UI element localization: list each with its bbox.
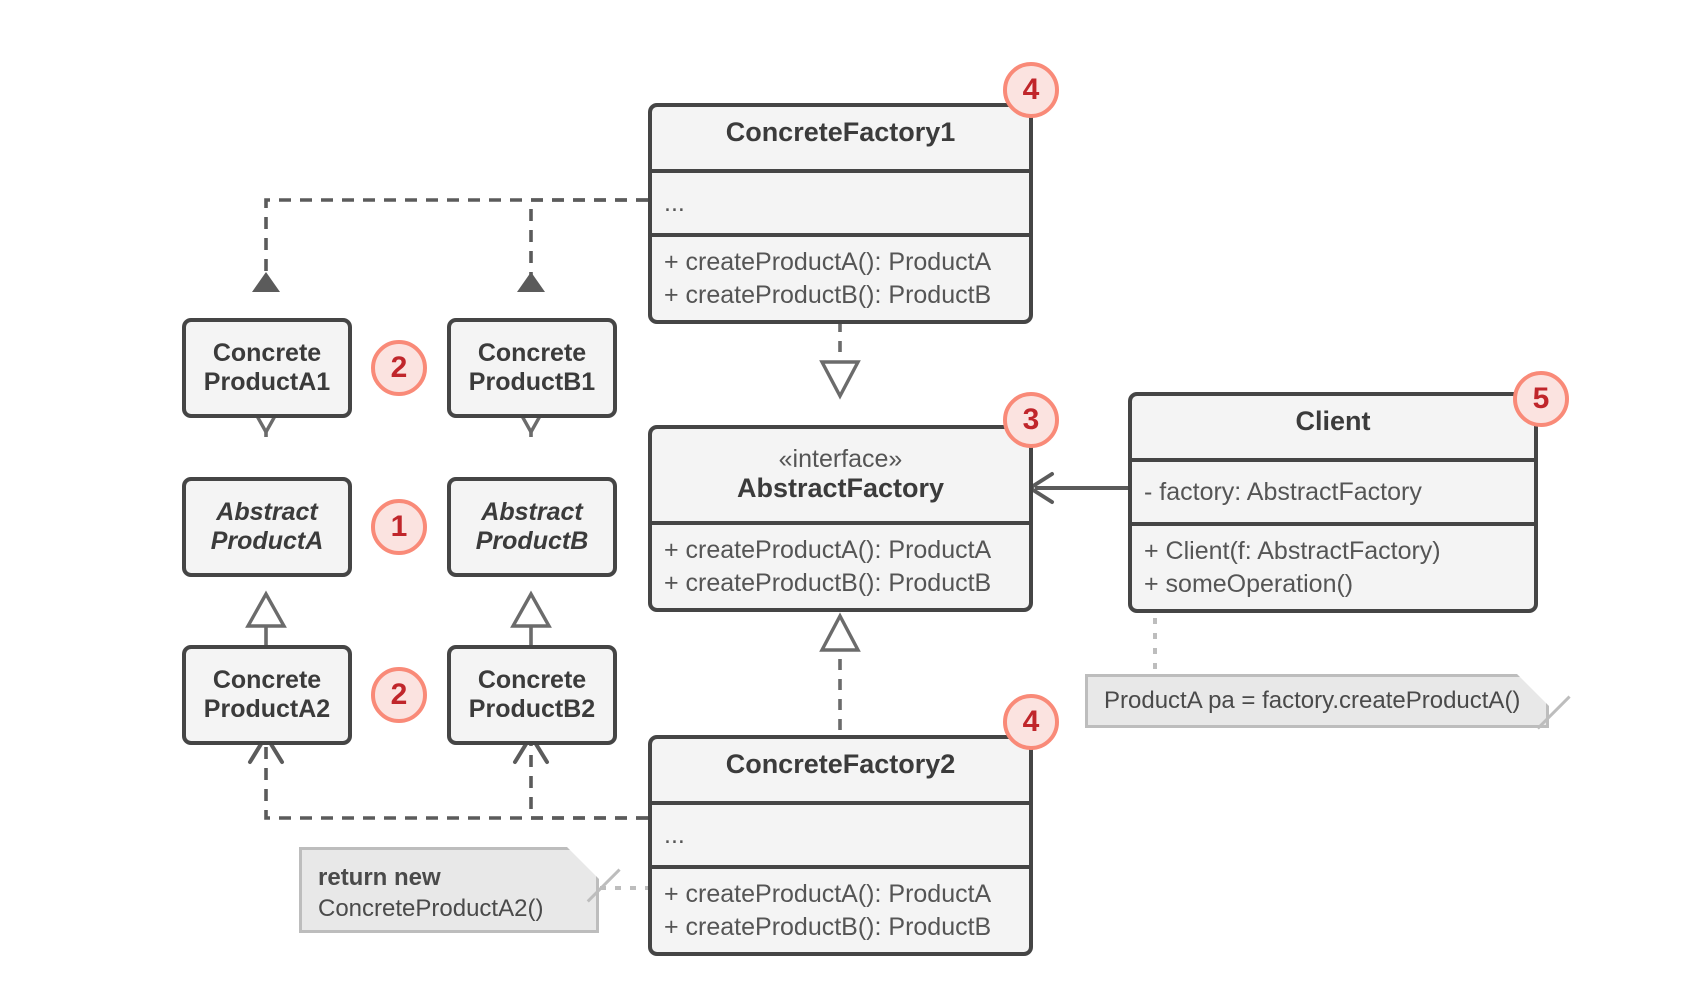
- stereotype-interface: «interface»: [778, 444, 903, 473]
- operations-abstract-factory: + createProductA(): ProductA + createPro…: [664, 536, 992, 597]
- badge-1[interactable]: 1: [371, 499, 427, 555]
- class-box-abstract-factory[interactable]: «interface» AbstractFactory + createProd…: [648, 425, 1033, 612]
- class-box-abstract-product-a[interactable]: Abstract ProductA: [182, 477, 352, 577]
- concrete-product-a1-label: Concrete ProductA1: [203, 339, 331, 396]
- dependency-factory1-to-products: [252, 198, 648, 292]
- operations-client: + Client(f: AbstractFactory) + someOpera…: [1144, 537, 1441, 598]
- operations-concrete-factory-2: + createProductA(): ProductA + createPro…: [664, 880, 992, 941]
- class-box-concrete-factory-2[interactable]: ConcreteFactory2 ... + createProductA():…: [648, 735, 1033, 956]
- divider: [652, 865, 1029, 869]
- class-box-concrete-factory-1[interactable]: ConcreteFactory1 ... + createProductA():…: [648, 103, 1033, 324]
- abstract-product-b-label: Abstract ProductB: [475, 498, 589, 555]
- dependency-factory2-to-products: [248, 732, 648, 820]
- note-client-usage: ProductA pa = factory.createProductA(): [1085, 674, 1571, 730]
- class-title-client: Client: [1295, 406, 1371, 436]
- badge-2-bottom[interactable]: 2: [371, 667, 427, 723]
- badge-3[interactable]: 3: [1003, 392, 1059, 448]
- class-box-abstract-product-b[interactable]: Abstract ProductB: [447, 477, 617, 577]
- realization-factory2-to-abstractfactory: [819, 612, 861, 730]
- note-factory-text-bold: return new: [318, 864, 441, 891]
- class-box-concrete-product-a1[interactable]: Concrete ProductA1: [182, 318, 352, 418]
- class-box-concrete-product-b2[interactable]: Concrete ProductB2: [447, 645, 617, 745]
- operations-concrete-factory-1: + createProductA(): ProductA + createPro…: [664, 248, 992, 309]
- divider: [1132, 522, 1534, 526]
- class-title-concrete-factory-2: ConcreteFactory2: [725, 749, 956, 779]
- divider: [652, 169, 1029, 173]
- concrete-product-b2-label: Concrete ProductB2: [468, 666, 596, 723]
- badge-2-top[interactable]: 2: [371, 340, 427, 396]
- attributes-client: - factory: AbstractFactory: [1144, 477, 1422, 506]
- class-title-concrete-factory-1: ConcreteFactory1: [725, 117, 956, 147]
- divider: [652, 233, 1029, 237]
- badge-4-bottom[interactable]: 4: [1003, 694, 1059, 750]
- class-title-abstract-factory: «interface» AbstractFactory: [652, 429, 1029, 521]
- realization-factory1-to-abstractfactory: [819, 321, 861, 400]
- attributes-concrete-factory-2: ...: [664, 820, 685, 849]
- badge-5[interactable]: 5: [1513, 371, 1569, 427]
- abstract-product-a-label: Abstract ProductA: [210, 498, 324, 555]
- concrete-product-b1-label: Concrete ProductB1: [468, 339, 596, 396]
- class-box-client[interactable]: Client - factory: AbstractFactory + Clie…: [1128, 392, 1538, 613]
- note-factory-text-rest: ConcreteProductA2(): [318, 895, 544, 923]
- attributes-concrete-factory-1: ...: [664, 188, 685, 217]
- note-factory-return: return new ConcreteProductA2(): [299, 847, 621, 933]
- note-client-text: ProductA pa = factory.createProductA(): [1104, 687, 1521, 715]
- class-box-concrete-product-a2[interactable]: Concrete ProductA2: [182, 645, 352, 745]
- concrete-product-a2-label: Concrete ProductA2: [203, 666, 331, 723]
- divider: [652, 521, 1029, 525]
- badge-4-top[interactable]: 4: [1003, 62, 1059, 118]
- divider: [1132, 458, 1534, 462]
- class-box-concrete-product-b1[interactable]: Concrete ProductB1: [447, 318, 617, 418]
- note-fold-line: [1516, 675, 1571, 730]
- association-client-to-abstractfactory: [1028, 472, 1128, 504]
- divider: [652, 801, 1029, 805]
